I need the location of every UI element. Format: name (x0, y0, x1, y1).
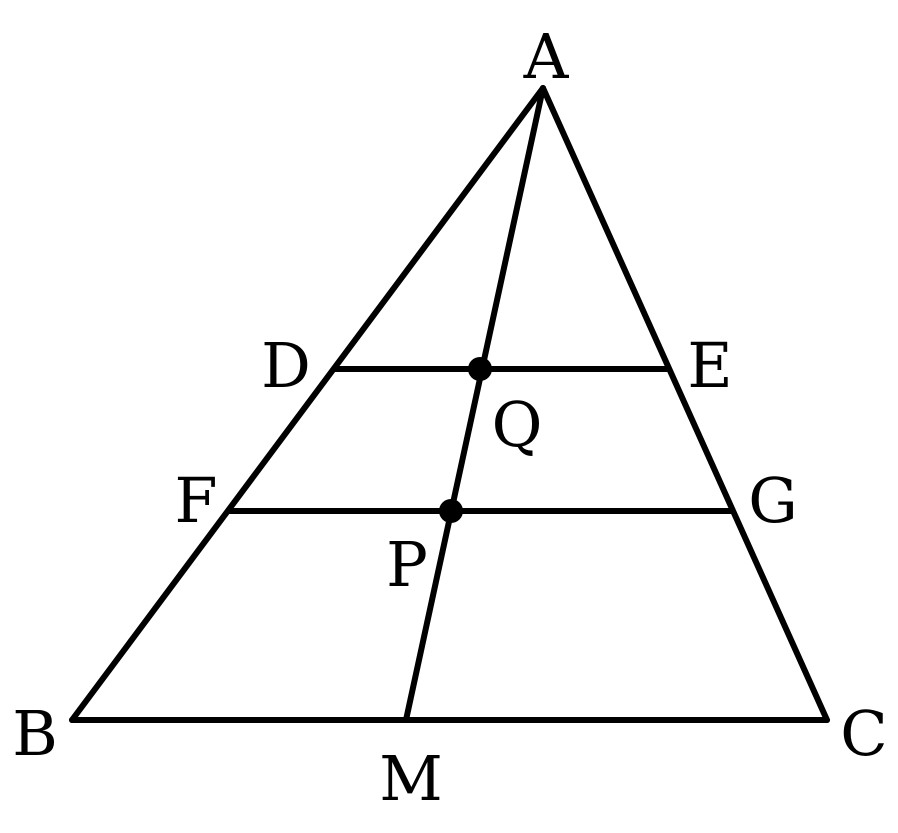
side-ab (69, 85, 546, 723)
label-d: D (261, 329, 311, 402)
label-q: Q (492, 388, 543, 461)
side-ac (540, 85, 830, 723)
label-g: G (748, 464, 798, 537)
point-q (468, 357, 492, 381)
label-p: P (386, 528, 428, 601)
label-m: M (379, 742, 442, 815)
label-a: A (523, 20, 570, 93)
label-e: E (687, 329, 732, 402)
segment-am (403, 85, 546, 723)
label-b: B (12, 697, 58, 770)
label-f: F (174, 464, 217, 537)
label-c: C (840, 697, 887, 770)
point-p (439, 499, 463, 523)
